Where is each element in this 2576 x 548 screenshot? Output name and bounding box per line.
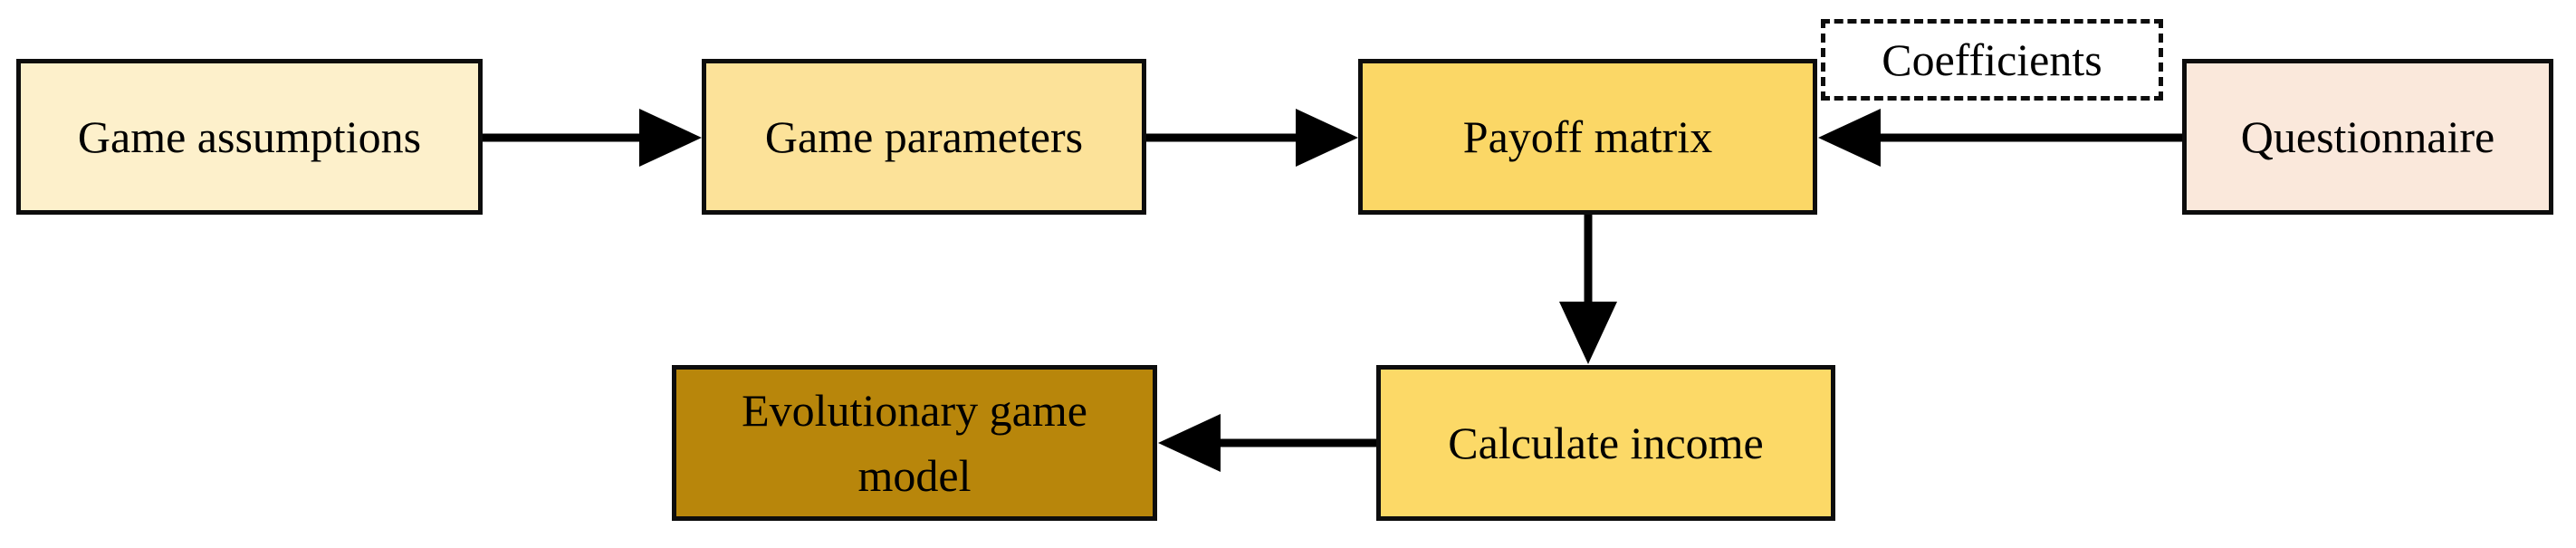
arrow-payoff-matrix-to-calculate-income — [1559, 215, 1617, 364]
node-calculate-income-label: Calculate income — [1448, 417, 1764, 468]
node-game-assumptions: Game assumptions — [16, 59, 483, 215]
node-questionnaire: Questionnaire — [2182, 59, 2553, 215]
arrow-game-assumptions-to-game-parameters — [483, 109, 702, 167]
node-questionnaire-label: Questionnaire — [2240, 111, 2495, 162]
node-payoff-matrix: Payoff matrix — [1358, 59, 1817, 215]
node-evolutionary-game-model-label: Evolutionary game model — [742, 384, 1087, 502]
node-evolutionary-game-model: Evolutionary game model — [672, 365, 1157, 521]
arrow-calculate-income-to-evolutionary-game-model — [1158, 414, 1376, 472]
node-game-parameters-label: Game parameters — [764, 111, 1084, 162]
arrow-game-parameters-to-payoff-matrix — [1146, 109, 1358, 167]
node-coefficients-label: Coefficients — [1882, 34, 2102, 85]
node-payoff-matrix-label: Payoff matrix — [1462, 111, 1713, 162]
node-coefficients: Coefficients — [1821, 19, 2163, 101]
node-game-assumptions-label: Game assumptions — [77, 111, 422, 162]
node-game-parameters: Game parameters — [702, 59, 1146, 215]
node-calculate-income: Calculate income — [1376, 365, 1835, 521]
arrow-questionnaire-to-payoff-matrix — [1818, 109, 2182, 167]
